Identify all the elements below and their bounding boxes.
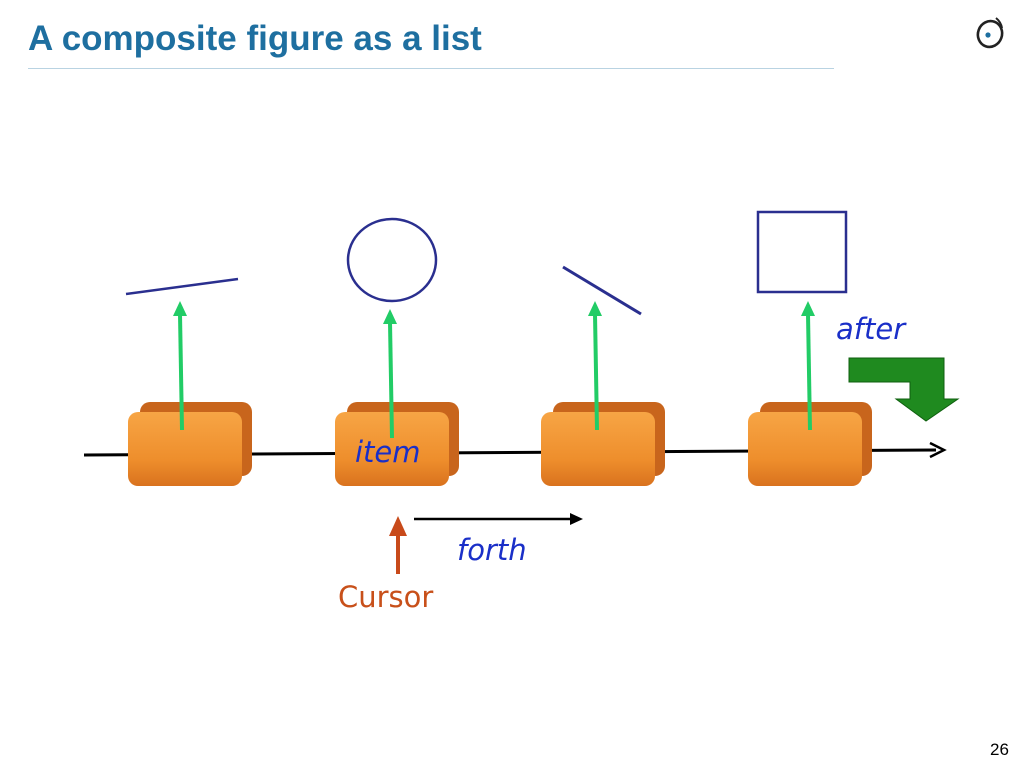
slide-title: A composite figure as a list <box>28 19 482 58</box>
cursor-label: Cursor <box>338 580 434 614</box>
forth-arrowhead <box>570 513 583 525</box>
after-label: after <box>836 312 906 346</box>
figure-square <box>756 210 848 294</box>
forth-label: forth <box>457 533 527 567</box>
title-divider <box>28 68 834 69</box>
reference-arrow-1 <box>173 301 187 431</box>
figure-circle <box>346 217 438 303</box>
list-cell-2 <box>335 402 459 486</box>
list-cell-4 <box>748 402 872 486</box>
reference-arrow-3 <box>588 301 602 431</box>
reference-arrow-4 <box>801 301 815 431</box>
figure-diagonal-segment <box>562 265 642 316</box>
item-label: item <box>355 435 421 469</box>
list-cell-1 <box>128 402 252 486</box>
eiffel-logo-icon <box>976 17 1004 49</box>
list-end-arrowhead <box>929 441 947 459</box>
list-cell-3 <box>541 402 665 486</box>
reference-arrow-2 <box>383 309 397 439</box>
after-arrow <box>848 357 960 422</box>
cursor-arrow <box>389 516 407 574</box>
page-number: 26 <box>990 740 1009 759</box>
figure-line-segment <box>125 277 239 296</box>
